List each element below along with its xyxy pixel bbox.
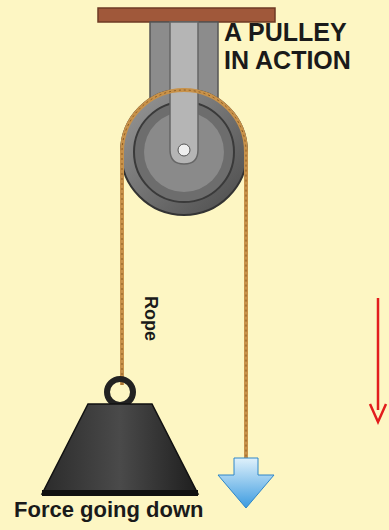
axle xyxy=(178,144,190,156)
rope-label: Rope xyxy=(140,296,161,341)
force-arrow xyxy=(218,458,274,508)
weight-base xyxy=(42,490,198,496)
bracket-arm xyxy=(170,22,198,164)
weight-ring xyxy=(107,379,133,405)
title-text: A PULLEY IN ACTION xyxy=(224,18,374,74)
direction-line xyxy=(377,298,380,410)
direction-head xyxy=(370,404,386,422)
weight xyxy=(42,404,198,494)
caption-text: Force going down xyxy=(14,497,203,523)
